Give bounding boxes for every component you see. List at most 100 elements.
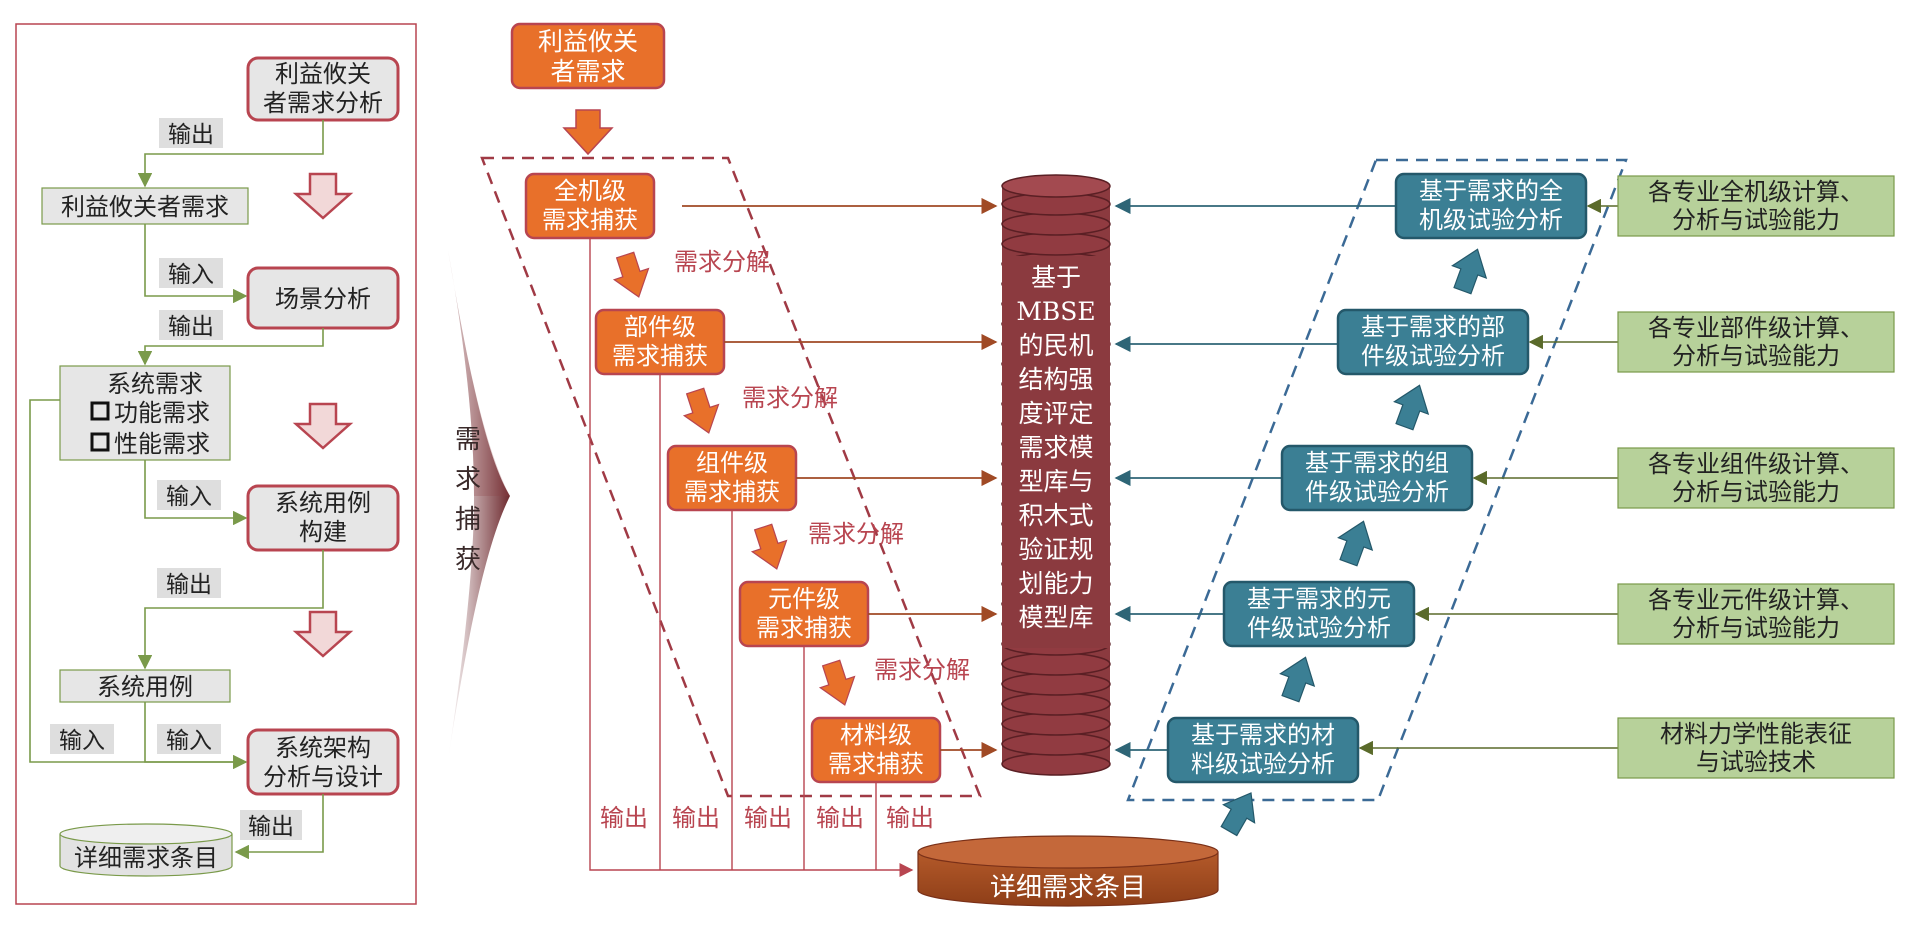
input-label-bg [50, 724, 114, 754]
top-down-arrow [562, 109, 614, 156]
cylinder-disc [1001, 652, 1111, 676]
output-label: 输出 [166, 572, 212, 598]
test-box-element: 基于需求的元 件级试验分析 [1222, 580, 1416, 648]
system-requirement-title: 系统需求 [107, 370, 203, 398]
architecture-line2: 分析与设计 [263, 763, 383, 791]
decompose-label-4: 需求分解 [874, 656, 970, 684]
connector [144, 460, 248, 526]
stakeholder-analysis-line2: 者需求分析 [263, 89, 383, 117]
connector [137, 550, 324, 670]
level-box-part: 部件级 需求捕获 [594, 308, 726, 376]
test-element-line2: 件级试验分析 [1247, 614, 1391, 642]
level-box-aircraft: 全机级 需求捕获 [524, 172, 656, 240]
output-label-bg [159, 118, 223, 148]
center-output-label-4: 输出 [816, 804, 864, 832]
level-box-component: 组件级 需求捕获 [666, 444, 798, 512]
cylinder-label-line: 型库与 [1018, 467, 1093, 496]
test-part-line1: 基于需求的部 [1361, 313, 1505, 341]
connector [144, 224, 248, 304]
test-to-library-arrows [1114, 197, 1396, 759]
test-part-line2: 件级试验分析 [1361, 342, 1505, 370]
connector [29, 399, 246, 763]
input-label: 输入 [166, 728, 212, 754]
test-box-material: 基于需求的材 料级试验分析 [1166, 716, 1360, 784]
level-aircraft-line2: 需求捕获 [542, 206, 638, 234]
capture-label-3: 捕 [455, 505, 481, 535]
input-label-bg [157, 724, 221, 754]
connector [137, 328, 324, 366]
capture-wedge-shade [448, 250, 510, 496]
level-component-line2: 需求捕获 [684, 478, 780, 506]
cylinder-disc [1001, 672, 1111, 696]
usecase-box: 系统用例 [59, 669, 231, 703]
test-component-line2: 件级试验分析 [1305, 478, 1449, 506]
down-arrow-3 [292, 610, 354, 658]
test-up-arrows [1220, 248, 1488, 837]
test-material-line2: 料级试验分析 [1191, 750, 1335, 778]
down-arrow-1 [292, 172, 354, 220]
level-part-line2: 需求捕获 [612, 342, 708, 370]
top-box-line1: 利益攸关 [538, 27, 638, 56]
capability-part-line1: 各专业部件级计算、 [1648, 314, 1864, 342]
scenario-analysis-box: 场景分析 [246, 266, 400, 330]
detail-requirement-db-left: 详细需求条目 [59, 823, 233, 877]
level-material-line2: 需求捕获 [828, 750, 924, 778]
scenario-analysis-label: 场景分析 [275, 285, 371, 313]
capability-aircraft-line2: 分析与试验能力 [1672, 206, 1840, 234]
model-library-cylinder [1001, 174, 1111, 776]
architecture-box: 系统架构 分析与设计 [246, 728, 400, 796]
output-label-bg [159, 310, 223, 340]
down-arrow-2 [292, 402, 354, 450]
cylinder-label-line: 验证规 [1018, 535, 1093, 564]
test-box-part: 基于需求的部 件级试验分析 [1336, 308, 1530, 376]
cylinder-label-line: 积木式 [1018, 501, 1093, 530]
level-component-line1: 组件级 [696, 449, 768, 477]
cylinder-disc [1001, 212, 1111, 236]
cylinder-label-line: 模型库 [1018, 603, 1093, 632]
test-component-line1: 基于需求的组 [1305, 449, 1449, 477]
input-label: 输入 [166, 484, 212, 510]
capability-component-line1: 各专业组件级计算、 [1648, 450, 1864, 478]
input-label: 输入 [168, 262, 214, 288]
output-lines [589, 238, 914, 877]
usecase-build-line2: 构建 [299, 518, 347, 546]
connector [137, 120, 324, 188]
capability-part-line2: 分析与试验能力 [1672, 342, 1840, 370]
level-to-library-arrows [682, 197, 998, 759]
capability-aircraft-line1: 各专业全机级计算、 [1648, 178, 1864, 206]
level-box-material: 材料级 需求捕获 [810, 716, 942, 784]
cylinder-disc [1001, 752, 1111, 776]
decompose-label-1: 需求分解 [674, 248, 770, 276]
capability-material-line2: 与试验技术 [1696, 748, 1816, 776]
connector [234, 794, 324, 860]
test-box-aircraft: 基于需求的全 机级试验分析 [1394, 172, 1588, 240]
test-element-line1: 基于需求的元 [1247, 585, 1391, 613]
cylinder-label-line: 度评定 [1018, 399, 1093, 428]
capability-material-line1: 材料力学性能表征 [1660, 720, 1852, 748]
test-trapezoid-dashed [1126, 158, 1628, 802]
capability-box-component: 各专业组件级计算、 分析与试验能力 [1617, 447, 1895, 509]
cylinder-disc [1001, 232, 1111, 256]
test-box-component: 基于需求的组 件级试验分析 [1280, 444, 1474, 512]
stakeholder-requirement-label: 利益攸关者需求 [61, 193, 229, 221]
cylinder-label-line: 需求模 [1018, 433, 1093, 462]
checkbox-icon [90, 401, 110, 421]
output-label: 输出 [168, 122, 214, 148]
connector [144, 702, 248, 770]
test-material-line1: 基于需求的材 [1191, 721, 1335, 749]
stakeholder-requirement-top-box: 利益攸关 者需求 [510, 22, 666, 90]
detail-requirement-db-center: 详细需求条目 [917, 835, 1219, 907]
cylinder-label-line: 的民机 [1018, 331, 1093, 360]
capture-wedge [448, 250, 510, 760]
cylinder-label-line: 划能力 [1018, 569, 1093, 598]
usecase-build-box: 系统用例 构建 [246, 484, 400, 552]
cylinder-disc [1001, 692, 1111, 716]
cylinder-label-panel [1002, 256, 1110, 648]
center-output-label-5: 输出 [886, 804, 934, 832]
center-output-label-1: 输出 [600, 804, 648, 832]
capability-box-aircraft: 各专业全机级计算、 分析与试验能力 [1617, 175, 1895, 237]
output-label-bg [240, 810, 302, 840]
cylinder-label-line: 基于 [1031, 263, 1081, 292]
capture-trapezoid-dashed [480, 156, 982, 798]
